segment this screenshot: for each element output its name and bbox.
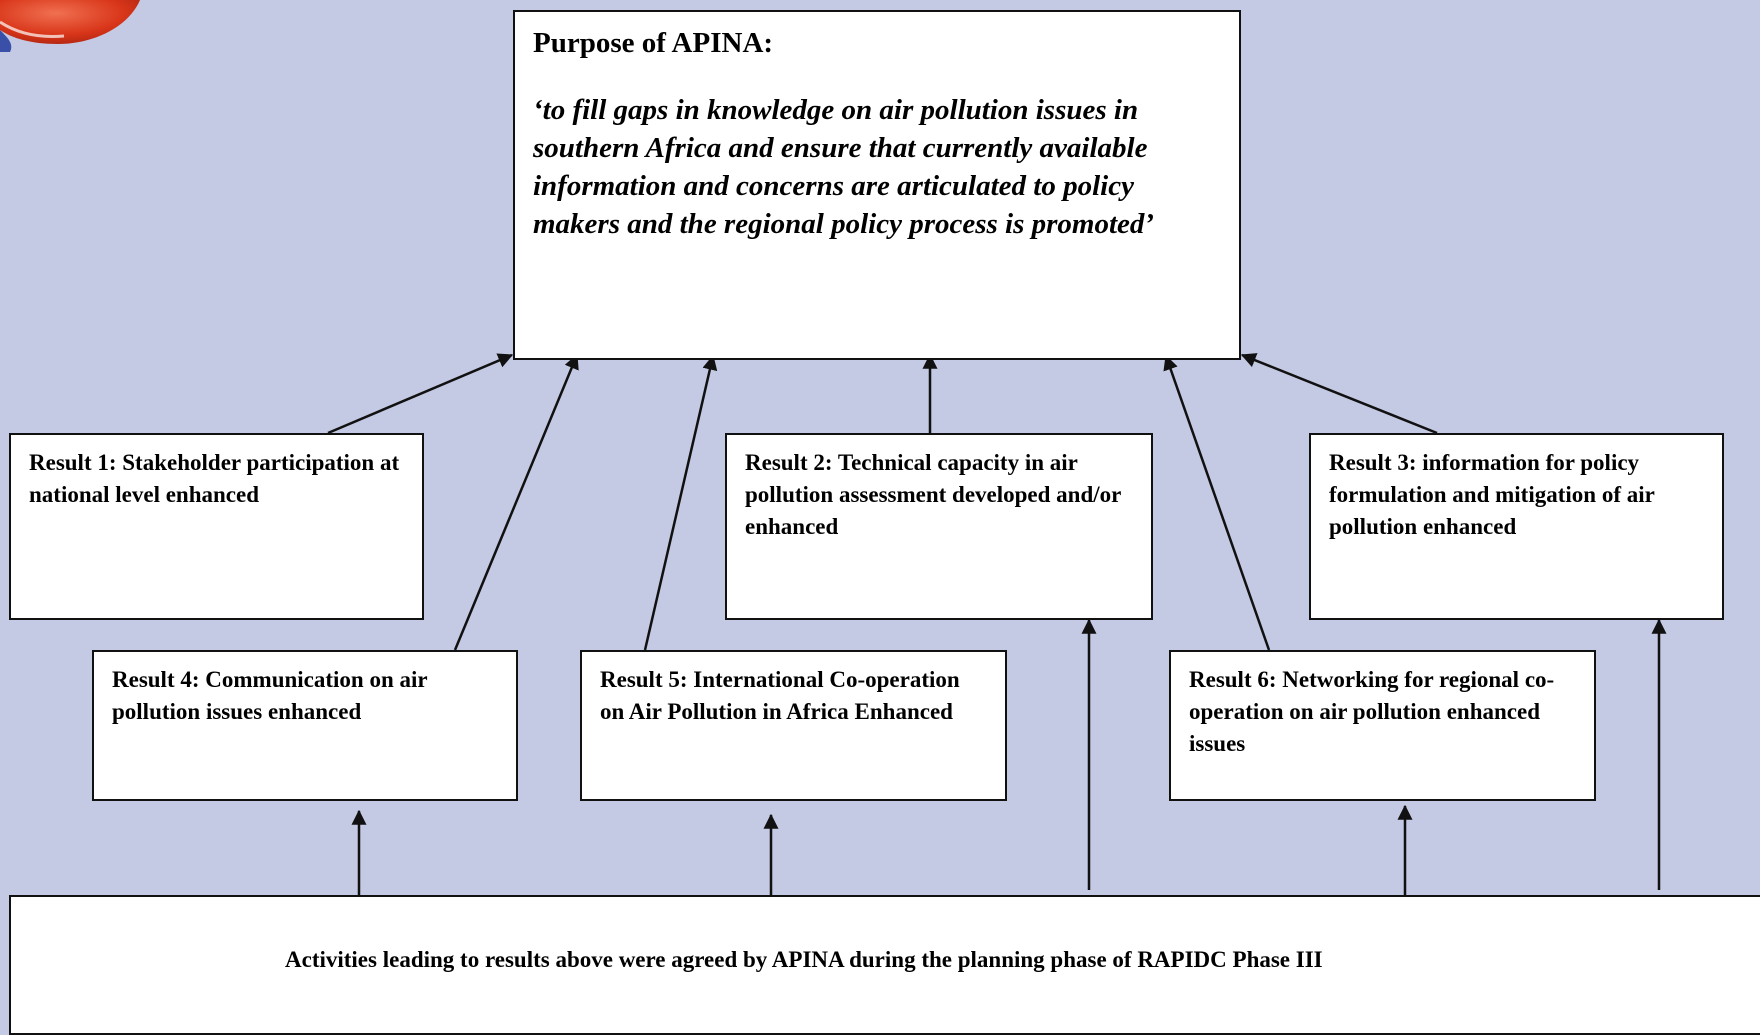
result-5-box: Result 5: International Co-operation on …: [580, 650, 1007, 801]
arrow-result1-to-purpose: [327, 353, 514, 435]
arrow-result3-to-purpose: [1240, 353, 1438, 435]
result-2-box: Result 2: Technical capacity in air poll…: [725, 433, 1153, 620]
arrow-result4-to-purpose: [453, 353, 579, 651]
result-4-box: Result 4: Communication on air pollution…: [92, 650, 518, 801]
logo-icon: [0, 0, 140, 52]
result-1-box: Result 1: Stakeholder participation at n…: [9, 433, 424, 620]
result-3-box: Result 3: information for policy formula…: [1309, 433, 1724, 620]
arrow-result5-to-purpose: [643, 354, 718, 651]
purpose-box: Purpose of APINA: ‘to fill gaps in knowl…: [513, 10, 1241, 360]
activities-box: Activities leading to results above were…: [9, 895, 1760, 1035]
purpose-title: Purpose of APINA:: [533, 27, 774, 59]
arrow-result6-to-purpose: [1163, 354, 1271, 651]
purpose-statement: ‘to fill gaps in knowledge on air pollut…: [533, 93, 1155, 240]
result-6-box: Result 6: Networking for regional co-ope…: [1169, 650, 1596, 801]
